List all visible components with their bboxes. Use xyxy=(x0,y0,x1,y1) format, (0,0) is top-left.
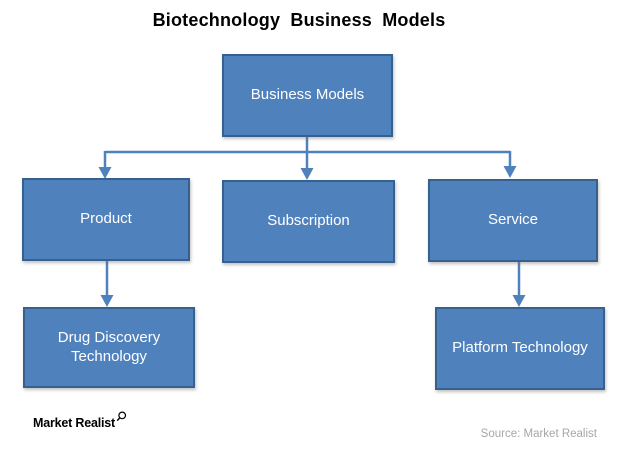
node-service-label: Service xyxy=(487,211,539,229)
market-realist-logo: Market Realist xyxy=(33,411,127,430)
node-platform-label: Platform Technology xyxy=(452,339,588,357)
diagram-title: Biotechnology Business Models xyxy=(152,10,446,30)
node-drug-discovery-label: Drug Discovery Technology xyxy=(57,328,161,365)
arrowhead-platform xyxy=(512,295,526,307)
node-product: Product xyxy=(22,178,190,261)
arrowhead-subscription xyxy=(300,168,314,180)
node-service: Service xyxy=(428,179,598,262)
node-platform-technology: Platform Technology xyxy=(435,307,605,390)
node-business-models-label: Business Models xyxy=(250,86,365,104)
node-product-label: Product xyxy=(80,210,132,228)
node-subscription-label: Subscription xyxy=(267,212,350,230)
magnifier-icon xyxy=(116,411,127,422)
arrowhead-product xyxy=(98,167,112,179)
node-business-models: Business Models xyxy=(222,54,393,137)
node-drug-discovery-technology: Drug Discovery Technology xyxy=(23,307,195,388)
logo-text: Market Realist xyxy=(33,416,115,430)
arrowhead-service xyxy=(503,166,517,178)
arrowhead-drug xyxy=(100,295,114,307)
source-credit: Source: Market Realist xyxy=(480,428,597,440)
node-subscription: Subscription xyxy=(222,180,395,263)
